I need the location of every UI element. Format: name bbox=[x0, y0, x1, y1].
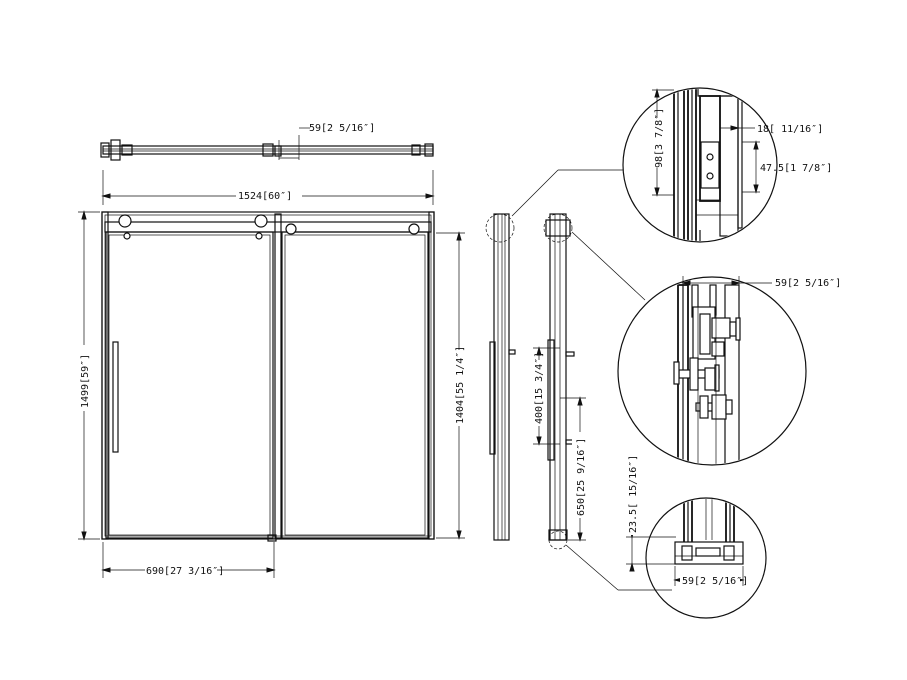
front-elevation bbox=[101, 211, 435, 542]
side-view-sliding bbox=[543, 213, 575, 550]
detail-bottom-circle: 23.5[ 15/16″] 59[2 5/16″] bbox=[626, 455, 767, 619]
handle-height-dimension: 650[25 9/16″] bbox=[560, 396, 587, 542]
detail-roller-circle: 59[2 5/16″] bbox=[617, 276, 841, 466]
overall-width-dimension: 1524[60″] bbox=[101, 170, 435, 205]
detail-leaders bbox=[511, 169, 672, 591]
dim-panel-width: 690[27 3/16″] bbox=[146, 566, 224, 577]
dim-overall-height: 1499[59″] bbox=[80, 354, 91, 408]
dim-glass-height: 1404[55 1/4″] bbox=[455, 346, 466, 424]
dim-detail-bottom-height: 23.5[ 15/16″] bbox=[628, 455, 639, 533]
dim-detail-top-gap: 18[ 11/16″] bbox=[757, 124, 823, 135]
detail-top-circle: 98[3 7/8″] 18[ 11/16″] 47.5[1 7/8″] bbox=[622, 87, 832, 243]
dim-detail-top-depth: 47.5[1 7/8″] bbox=[760, 163, 832, 174]
side-view-fixed bbox=[485, 213, 516, 541]
dim-detail-roller-width: 59[2 5/16″] bbox=[775, 278, 841, 289]
dim-detail-top-height: 98[3 7/8″] bbox=[654, 108, 665, 168]
handle-spacing-dimension: 400[15 3/4″] bbox=[530, 346, 560, 446]
dim-detail-bottom-width: 59[2 5/16″] bbox=[682, 576, 748, 587]
panel-width-dimension: 690[27 3/16″] bbox=[101, 542, 276, 578]
top-plan-view: 59[2 5/16″] bbox=[100, 123, 434, 161]
overall-height-dimension: 1499[59″] bbox=[76, 210, 100, 541]
dim-overall-width: 1524[60″] bbox=[238, 191, 292, 202]
dim-handle-spacing: 400[15 3/4″] bbox=[534, 352, 545, 424]
dim-handle-height: 650[25 9/16″] bbox=[576, 438, 587, 516]
glass-height-dimension: 1404[55 1/4″] bbox=[436, 231, 466, 540]
dim-top-offset: 59[2 5/16″] bbox=[309, 123, 375, 134]
